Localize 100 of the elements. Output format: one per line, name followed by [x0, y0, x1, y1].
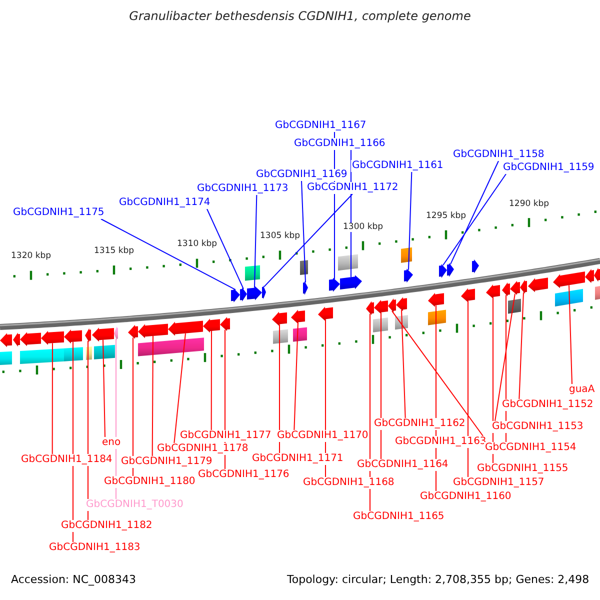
gene-feature: [594, 268, 600, 282]
scale-label: 1295 kbp: [425, 212, 468, 222]
gene-feature: [510, 280, 520, 295]
gene-label: GbCGDNIH1_1157: [452, 477, 546, 488]
gene-label: guaA: [568, 384, 596, 396]
leader-line: [408, 172, 412, 270]
gene-feature: [502, 282, 510, 296]
leader-line: [174, 332, 186, 444]
gene-label: GbCGDNIH1_1176: [197, 469, 290, 480]
gene-feature: [472, 259, 479, 274]
gene-label: GbCGDNIH1_1183: [48, 542, 142, 554]
leader-line: [132, 337, 134, 476]
gene-label: GbCGDNIH1_1173: [196, 183, 290, 194]
gene-label: GbCGDNIH1_1168: [302, 477, 396, 488]
gene-label: GbCGDNIH1_1152: [501, 399, 594, 410]
gene-feature: [272, 312, 287, 326]
gene-label: GbCGDNIH1_1172: [306, 182, 400, 194]
gene-feature: [203, 318, 220, 333]
gene-feature: [220, 317, 230, 331]
leader-line: [301, 180, 306, 283]
gene-label: GbCGDNIH1_T0030: [85, 499, 184, 510]
gene-label: GbCGDNIH1_1180: [103, 476, 196, 488]
leader-line: [102, 339, 106, 438]
leader-line: [100, 218, 236, 290]
gene-label: GbCGDNIH1_1155: [476, 463, 570, 474]
scale-label: 1310 kbp: [176, 240, 218, 250]
gene-feature: [553, 272, 585, 288]
gene-feature: [340, 275, 362, 290]
gene-label: GbCGDNIH1_1179: [120, 456, 214, 468]
gene-feature: [291, 310, 305, 324]
diagram-title: Granulibacter bethesdensis CGDNIH1, complete genome: [128, 10, 472, 24]
leader-line: [72, 341, 74, 542]
gene-label: eno: [101, 437, 122, 448]
gene-feature: [428, 292, 444, 307]
gene-feature: [85, 328, 91, 342]
gene-feature: [329, 278, 340, 292]
gene-feature: [461, 288, 475, 302]
gene-feature: [374, 300, 388, 314]
gene-label: GbCGDNIH1_1178: [156, 443, 250, 454]
leader-line: [264, 194, 353, 288]
leader-line: [380, 312, 382, 460]
gene-feature: [41, 330, 64, 345]
footer-text: Topology: circular; Length: 2,708,355 bp; Genes: 2,498: [286, 574, 590, 586]
leader-line: [494, 293, 516, 422]
gene-feature: [114, 326, 118, 340]
leader-line: [442, 174, 506, 266]
gene-label: GbCGDNIH1_1162: [373, 418, 466, 430]
gene-label: GbCGDNIH1_1169: [255, 169, 348, 180]
gene-feature: [528, 278, 548, 292]
gene-label: GbCGDNIH1_1158: [452, 149, 546, 160]
gene-label: GbCGDNIH1_1166: [293, 138, 386, 150]
gene-feature: [303, 281, 308, 295]
leader-line: [279, 324, 280, 454]
scale-label: 1290 kbp: [508, 200, 550, 210]
gene-feature: [366, 301, 374, 316]
leader-line: [254, 194, 258, 288]
leader-line: [52, 342, 53, 454]
gene-label: GbCGDNIH1_1154: [484, 442, 578, 454]
leader-line: [392, 310, 484, 436]
gene-feature: [262, 285, 266, 300]
gene-feature: [92, 328, 114, 342]
scale-label: 1305 kbp: [259, 232, 302, 242]
gene-feature: [404, 268, 413, 283]
gene-label: GbCGDNIH1_1184: [20, 454, 114, 466]
leader-line: [450, 160, 499, 265]
gene-label: GbCGDNIH1_1160: [419, 491, 512, 502]
gene-feature: [138, 324, 168, 338]
footer-text: Accession: NC_008343: [10, 574, 138, 586]
gene-label: GbCGDNIH1_1164: [356, 459, 450, 470]
gene-label: GbCGDNIH1_1161: [351, 160, 444, 172]
gene-feature: [447, 262, 454, 277]
gene-feature: [168, 320, 203, 336]
leader-line: [492, 296, 494, 464]
leader-line: [152, 336, 154, 456]
leader-line: [210, 330, 212, 430]
gene-feature: [13, 332, 20, 347]
gene-label: GbCGDNIH1_1171: [251, 453, 344, 464]
gene-label: GbCGDNIH1_1182: [60, 520, 154, 532]
leader-line: [568, 284, 572, 384]
gene-feature: [231, 288, 240, 302]
gene-feature: [585, 268, 594, 283]
gene-label: GbCGDNIH1_1170: [276, 430, 370, 442]
leader-line: [401, 309, 406, 418]
gene-label: GbCGDNIH1_1167: [274, 120, 368, 132]
leader-line: [206, 208, 244, 290]
gene-feature: [247, 286, 262, 300]
scale-label: 1320 kbp: [10, 252, 52, 262]
gene-feature: [520, 280, 527, 294]
gene-label: GbCGDNIH1_1159: [502, 162, 596, 174]
gene-label: GbCGDNIH1_1175: [12, 207, 106, 218]
gene-feature: [396, 297, 407, 312]
gene-feature: [388, 298, 396, 312]
gene-feature: [240, 288, 247, 302]
gene-feature: [20, 332, 41, 346]
gene-label: GbCGDNIH1_1174: [118, 197, 212, 208]
scale-label: 1315 kbp: [93, 247, 136, 257]
gene-feature: [486, 284, 500, 299]
leader-line: [294, 322, 298, 430]
gene-label: GbCGDNIH1_1153: [491, 421, 584, 432]
leader-line: [518, 292, 524, 400]
